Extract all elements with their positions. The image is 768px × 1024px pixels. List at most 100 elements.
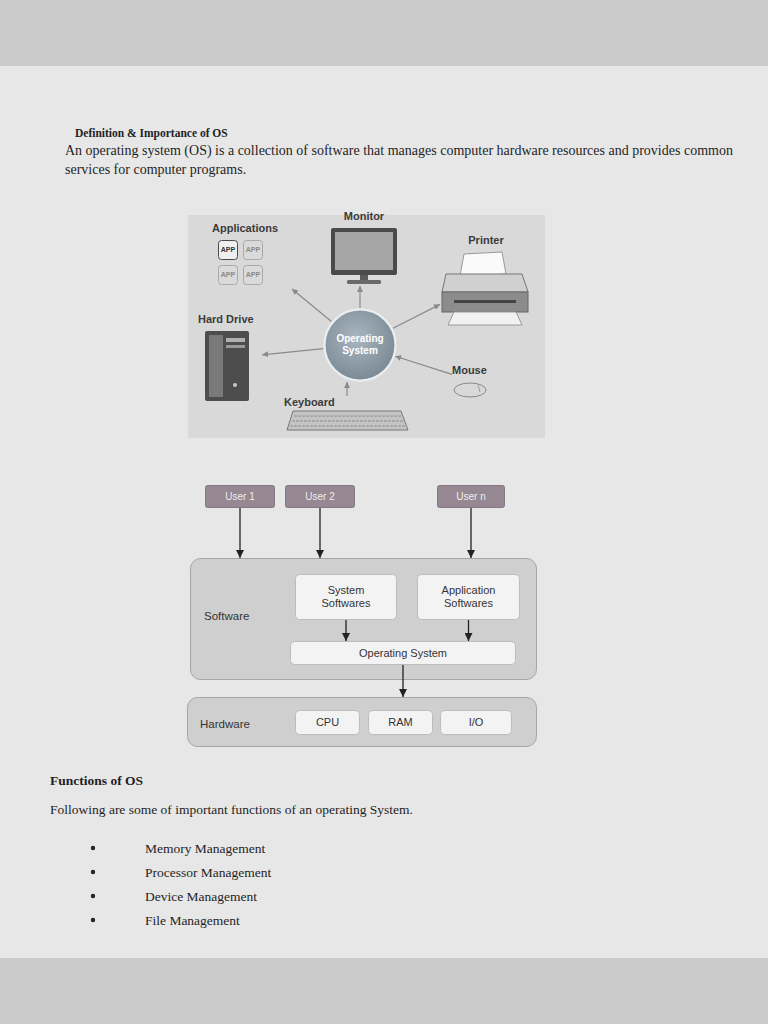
app-icon: APP <box>243 240 263 260</box>
connector-arrow <box>402 665 403 697</box>
node-label: Hard Drive <box>198 313 262 326</box>
app-group: ApplicationsAPPAPPAPPAPP <box>212 222 292 290</box>
connector-arrow <box>468 620 469 641</box>
node-label: CPU <box>316 716 339 729</box>
node-label: APP <box>246 246 260 254</box>
user-box: User n <box>437 485 505 508</box>
power-button <box>233 383 237 387</box>
bullet-dot <box>91 846 95 850</box>
component-box <box>418 575 520 620</box>
node-label: Operating System <box>329 333 391 357</box>
node-label: APP <box>221 246 235 254</box>
device-illustration: Keyboard <box>284 396 410 434</box>
tower-illustration <box>205 331 249 401</box>
layer-band: Software System Softwares Application Soft… <box>190 558 537 680</box>
keyboard-illustration <box>287 411 408 430</box>
list-item: Memory Management <box>145 840 465 857</box>
layer-band <box>191 559 537 680</box>
printer-slot <box>454 300 516 303</box>
page-heading: Definition & Importance of OS <box>75 126 495 141</box>
node-label: Printer <box>440 234 532 247</box>
text-slot: File Management <box>145 912 465 929</box>
user-box <box>206 486 275 508</box>
printer-paper <box>460 252 506 276</box>
layer-band: Hardware CPU RAM I/O <box>187 697 537 747</box>
mouse-body <box>454 383 486 397</box>
component-box <box>296 711 360 735</box>
connector-arrow <box>292 289 331 322</box>
node-label: APP <box>221 271 235 279</box>
keyboard-body <box>287 411 408 430</box>
key-row <box>290 426 406 427</box>
app-icon: APP <box>218 240 238 260</box>
printer-body <box>442 292 528 312</box>
node-label: Keyboard <box>284 396 410 409</box>
component-box: CPU <box>295 710 360 735</box>
component-box: System Softwares <box>295 574 397 620</box>
app-icon <box>244 241 263 260</box>
text-slot: Memory Management <box>145 840 465 857</box>
node-label: User 2 <box>305 491 334 503</box>
component-box <box>291 642 516 665</box>
text-slot: Following are some of important function… <box>50 801 690 818</box>
connector-arrow <box>470 508 471 558</box>
node-label: System Softwares <box>303 584 389 610</box>
node-label: RAM <box>388 716 412 729</box>
bullet-dot <box>91 918 95 922</box>
printer-tray <box>448 312 522 325</box>
node-label: I/O <box>469 716 484 729</box>
node-label: Monitor <box>326 210 402 223</box>
monitor-stand <box>360 275 368 280</box>
tower-bezel <box>209 335 223 397</box>
user-box: User 1 <box>205 485 275 508</box>
list-item: Processor Management <box>145 864 465 881</box>
node-label: User 1 <box>225 491 254 503</box>
node-label: Software <box>204 609 249 623</box>
mouse-illustration <box>454 383 486 397</box>
component-box: Operating System <box>290 641 516 665</box>
monitor-frame <box>331 228 397 275</box>
list-item: File Management <box>145 912 465 929</box>
bullet-dot <box>91 894 95 898</box>
os-circle: Operating System <box>323 308 397 382</box>
connector-arrow <box>319 508 320 558</box>
text-slot: Device Management <box>145 888 465 905</box>
drive-bay <box>226 345 245 348</box>
node-label: Application Softwares <box>425 584 512 610</box>
body-text: Following are some of important function… <box>50 801 690 818</box>
component-box: Application Softwares <box>417 574 520 620</box>
node-label: Hardware <box>200 717 250 731</box>
text-slot: Functions of OS <box>50 772 350 789</box>
text-slot: Definition & Importance of OS <box>75 126 495 141</box>
connector-arrow <box>393 304 440 328</box>
printer-top <box>442 274 528 292</box>
list-item: Device Management <box>145 888 465 905</box>
component-box: I/O <box>440 710 512 735</box>
component-box: RAM <box>368 710 433 735</box>
mouse-button-line <box>478 385 480 392</box>
monitor-illustration <box>331 228 397 284</box>
text-slot: Processor Management <box>145 864 465 881</box>
node-label: Mouse <box>452 364 500 377</box>
tower-case <box>205 331 249 401</box>
app-icon <box>219 266 238 285</box>
monitor-base <box>347 280 381 284</box>
section-heading: Functions of OS <box>50 772 350 789</box>
connector-arrow <box>395 356 452 374</box>
diagram-panel <box>188 215 545 438</box>
device-illustration: Monitor <box>326 210 402 286</box>
device-illustration: Printer <box>440 234 532 328</box>
connector-arrow <box>346 382 347 396</box>
circle-outline <box>324 309 395 380</box>
user-box <box>286 486 355 508</box>
bullet-dot <box>91 870 95 874</box>
component-box <box>441 711 512 735</box>
text-slot: An operating system (OS) is a collection… <box>65 141 735 179</box>
user-box <box>438 486 505 508</box>
user-box: User 2 <box>285 485 355 508</box>
device-illustration: Mouse <box>452 364 500 400</box>
node-label: User n <box>456 491 485 503</box>
node-label: Applications <box>212 222 292 235</box>
node-label: Operating System <box>359 647 447 660</box>
